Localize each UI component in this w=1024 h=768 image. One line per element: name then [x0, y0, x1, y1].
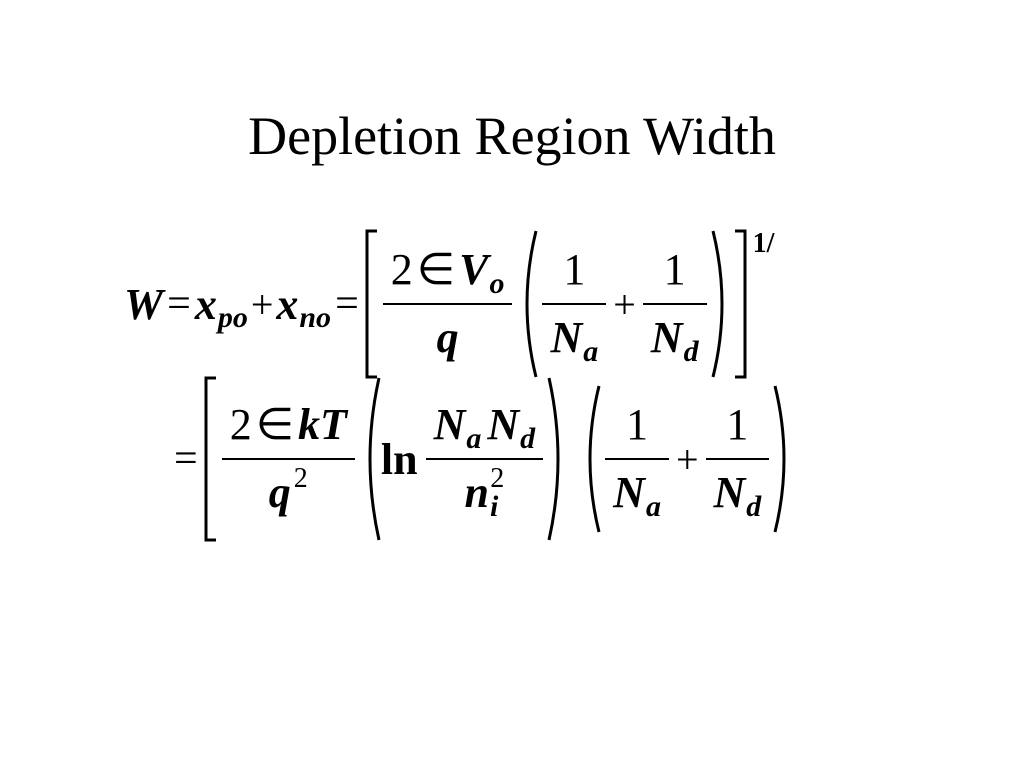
left-bracket-icon	[202, 376, 218, 542]
epsilon-symbol: ∈	[255, 400, 295, 449]
equals-sign: =	[167, 281, 191, 327]
fraction-bar	[705, 458, 770, 460]
var-N-d: N	[713, 468, 746, 517]
plus-sign: +	[675, 436, 699, 482]
left-paren-icon	[579, 376, 601, 542]
subscript-d: d	[683, 335, 699, 368]
plus-sign: +	[250, 281, 274, 327]
fraction-bar	[425, 458, 544, 460]
subscript-po: po	[217, 301, 248, 334]
numeral-one: 1	[563, 245, 586, 294]
fraction-bar	[221, 458, 355, 460]
plus-sign: +	[613, 281, 636, 327]
var-q: q	[268, 468, 291, 517]
subscript-a: a	[466, 422, 482, 455]
fraction-bar	[382, 303, 513, 305]
subscript-d: d	[520, 422, 536, 455]
right-paren-icon	[711, 224, 733, 384]
var-kT: kT	[298, 400, 347, 449]
var-q: q	[436, 313, 459, 362]
right-paren-icon	[547, 376, 569, 542]
exponent: 1/	[752, 228, 775, 259]
left-paren-icon	[359, 376, 381, 542]
var-W: W	[124, 279, 164, 329]
epsilon-symbol: ∈	[416, 245, 456, 294]
fraction-bar	[542, 303, 607, 305]
var-x-po: x	[194, 279, 217, 329]
left-paren-icon	[516, 224, 538, 384]
slide-title: Depletion Region Width	[248, 106, 776, 166]
numeral-one: 1	[726, 400, 749, 449]
numeral-two: 2	[229, 400, 252, 449]
subscript-no: no	[299, 301, 332, 334]
subscript-o: o	[489, 267, 505, 300]
right-bracket-icon	[733, 224, 749, 384]
numeral-two: 2	[390, 245, 413, 294]
subscript-a: a	[583, 335, 599, 368]
numeral-one: 1	[626, 400, 649, 449]
var-V: V	[459, 245, 489, 294]
right-paren-icon	[773, 376, 795, 542]
ln-function: ln	[380, 434, 418, 484]
fraction-bar	[642, 303, 707, 305]
var-n-i: n	[464, 468, 489, 517]
left-bracket-icon	[363, 224, 379, 384]
var-N-a: N	[433, 400, 466, 449]
subscript-a: a	[645, 490, 661, 523]
var-N-a: N	[550, 313, 583, 362]
numeral-one: 1	[663, 245, 686, 294]
var-x-no: x	[276, 279, 299, 329]
superscript-2: 2	[293, 463, 308, 494]
var-N-d: N	[487, 400, 520, 449]
superscript-2: 2	[490, 463, 505, 494]
equals-sign: =	[335, 281, 359, 327]
subscript-d: d	[746, 490, 762, 523]
equals-sign: =	[174, 436, 198, 482]
subscript-i: i	[489, 490, 499, 523]
var-N-d: N	[650, 313, 683, 362]
var-N-a: N	[613, 468, 645, 517]
fraction-bar	[605, 458, 669, 460]
